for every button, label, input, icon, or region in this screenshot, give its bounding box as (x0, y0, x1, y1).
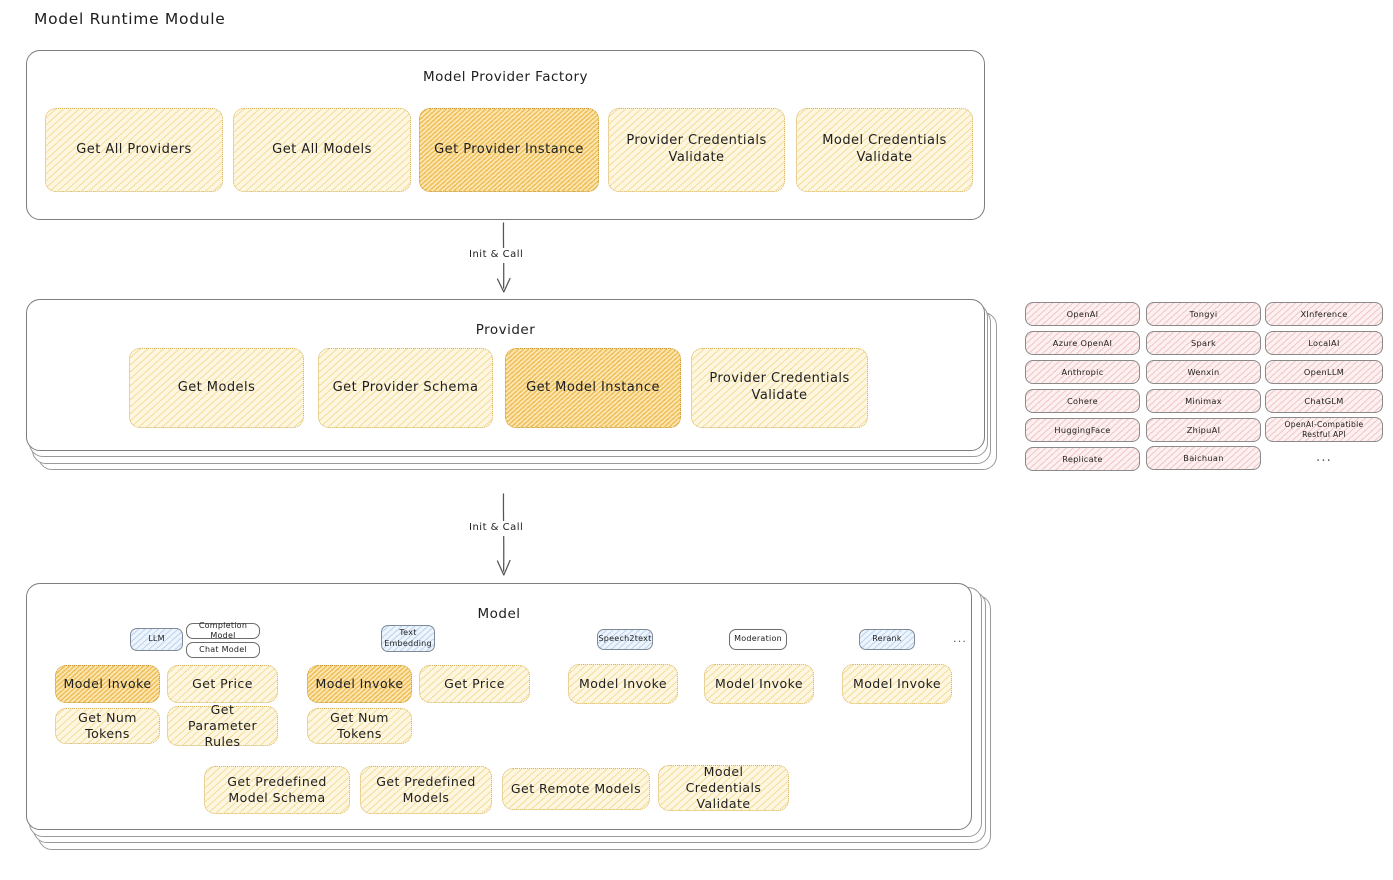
model-provider-factory-title: Model Provider Factory (422, 69, 588, 85)
node-get-models[interactable]: Get Models (129, 348, 304, 428)
page-title: Model Runtime Module (34, 10, 226, 28)
provider-chip-anthropic[interactable]: Anthropic (1025, 360, 1140, 384)
node-llm-get-num-tokens[interactable]: Get Num Tokens (55, 708, 160, 744)
model-sub-badge-completion-model[interactable]: Completion Model (186, 621, 260, 640)
node-get-model-instance[interactable]: Get Model Instance (505, 348, 681, 428)
model-provider-factory-container: Model Provider Factory Get All Providers… (26, 50, 985, 220)
provider-chip-azure-openai[interactable]: Azure OpenAI (1025, 331, 1140, 355)
provider-chip-minimax[interactable]: Minimax (1146, 389, 1261, 413)
provider-chip-replicate[interactable]: Replicate (1025, 447, 1140, 471)
model-sub-badge-chat-model[interactable]: Chat Model (186, 642, 260, 658)
arrow-label-init-and-call-1: Init & Call (465, 248, 528, 263)
provider-chip-xinference[interactable]: XInference (1265, 302, 1383, 326)
node-rerank-model-invoke[interactable]: Model Invoke (842, 664, 952, 704)
node-get-provider-schema[interactable]: Get Provider Schema (318, 348, 493, 428)
model-type-badge-llm[interactable]: LLM (130, 628, 183, 651)
provider-list: OpenAI Azure OpenAI Anthropic Cohere Hug… (1025, 298, 1385, 478)
node-llm-get-parameter-rules[interactable]: Get Parameter Rules (167, 702, 278, 749)
node-speech2text-model-invoke[interactable]: Model Invoke (568, 664, 678, 704)
node-get-predefined-models[interactable]: Get Predefined Models (360, 766, 492, 814)
arrow-factory-to-provider: Init & Call (465, 222, 540, 300)
node-llm-model-invoke[interactable]: Model Invoke (55, 665, 160, 703)
node-moderation-model-invoke[interactable]: Model Invoke (704, 664, 814, 704)
provider-container: Provider Get Models Get Provider Schema … (26, 299, 985, 451)
provider-chip-wenxin[interactable]: Wenxin (1146, 360, 1261, 384)
provider-chip-localai[interactable]: LocalAI (1265, 331, 1383, 355)
node-get-provider-instance[interactable]: Get Provider Instance (419, 108, 599, 192)
node-text-embedding-model-invoke[interactable]: Model Invoke (307, 665, 412, 703)
model-type-badge-moderation[interactable]: Moderation (729, 629, 787, 650)
provider-chip-baichuan[interactable]: Baichuan (1146, 446, 1261, 470)
arrow-provider-to-model: Init & Call (465, 493, 540, 583)
provider-title: Provider (475, 322, 536, 338)
provider-chip-huggingface[interactable]: HuggingFace (1025, 418, 1140, 442)
provider-chip-openai-compatible-restful-api[interactable]: OpenAI-Compatible Restful API (1265, 417, 1383, 442)
provider-chip-tongyi[interactable]: Tongyi (1146, 302, 1261, 326)
node-model-credentials-validate-shared[interactable]: Model Credentials Validate (658, 764, 789, 811)
node-get-all-providers[interactable]: Get All Providers (45, 108, 223, 192)
model-types-more-ellipsis: ... (953, 632, 968, 645)
node-model-credentials-validate[interactable]: Model Credentials Validate (796, 108, 973, 192)
node-text-embedding-get-price[interactable]: Get Price (419, 665, 530, 703)
provider-chip-cohere[interactable]: Cohere (1025, 389, 1140, 413)
node-provider-credentials-validate-2[interactable]: Provider Credentials Validate (691, 348, 868, 428)
provider-list-more-ellipsis: ... (1316, 450, 1332, 465)
model-type-badge-text-embedding[interactable]: Text Embedding (381, 625, 435, 652)
node-provider-credentials-validate[interactable]: Provider Credentials Validate (608, 108, 785, 192)
provider-chip-openllm[interactable]: OpenLLM (1265, 360, 1383, 384)
node-get-all-models[interactable]: Get All Models (233, 108, 411, 192)
model-type-badge-rerank[interactable]: Rerank (859, 629, 915, 650)
provider-chip-openai[interactable]: OpenAI (1025, 302, 1140, 326)
provider-chip-spark[interactable]: Spark (1146, 331, 1261, 355)
model-container: Model LLM Completion Model Chat Model Mo… (26, 583, 972, 830)
node-get-remote-models[interactable]: Get Remote Models (502, 768, 650, 810)
node-llm-get-price[interactable]: Get Price (167, 665, 278, 703)
model-title: Model (477, 606, 521, 622)
arrow-label-init-and-call-2: Init & Call (465, 521, 528, 536)
model-type-badge-speech2text[interactable]: Speech2text (597, 629, 653, 650)
node-get-predefined-model-schema[interactable]: Get Predefined Model Schema (204, 766, 350, 814)
provider-chip-zhipuai[interactable]: ZhipuAI (1146, 418, 1261, 442)
node-text-embedding-get-num-tokens[interactable]: Get Num Tokens (307, 708, 412, 744)
provider-chip-chatglm[interactable]: ChatGLM (1265, 389, 1383, 413)
